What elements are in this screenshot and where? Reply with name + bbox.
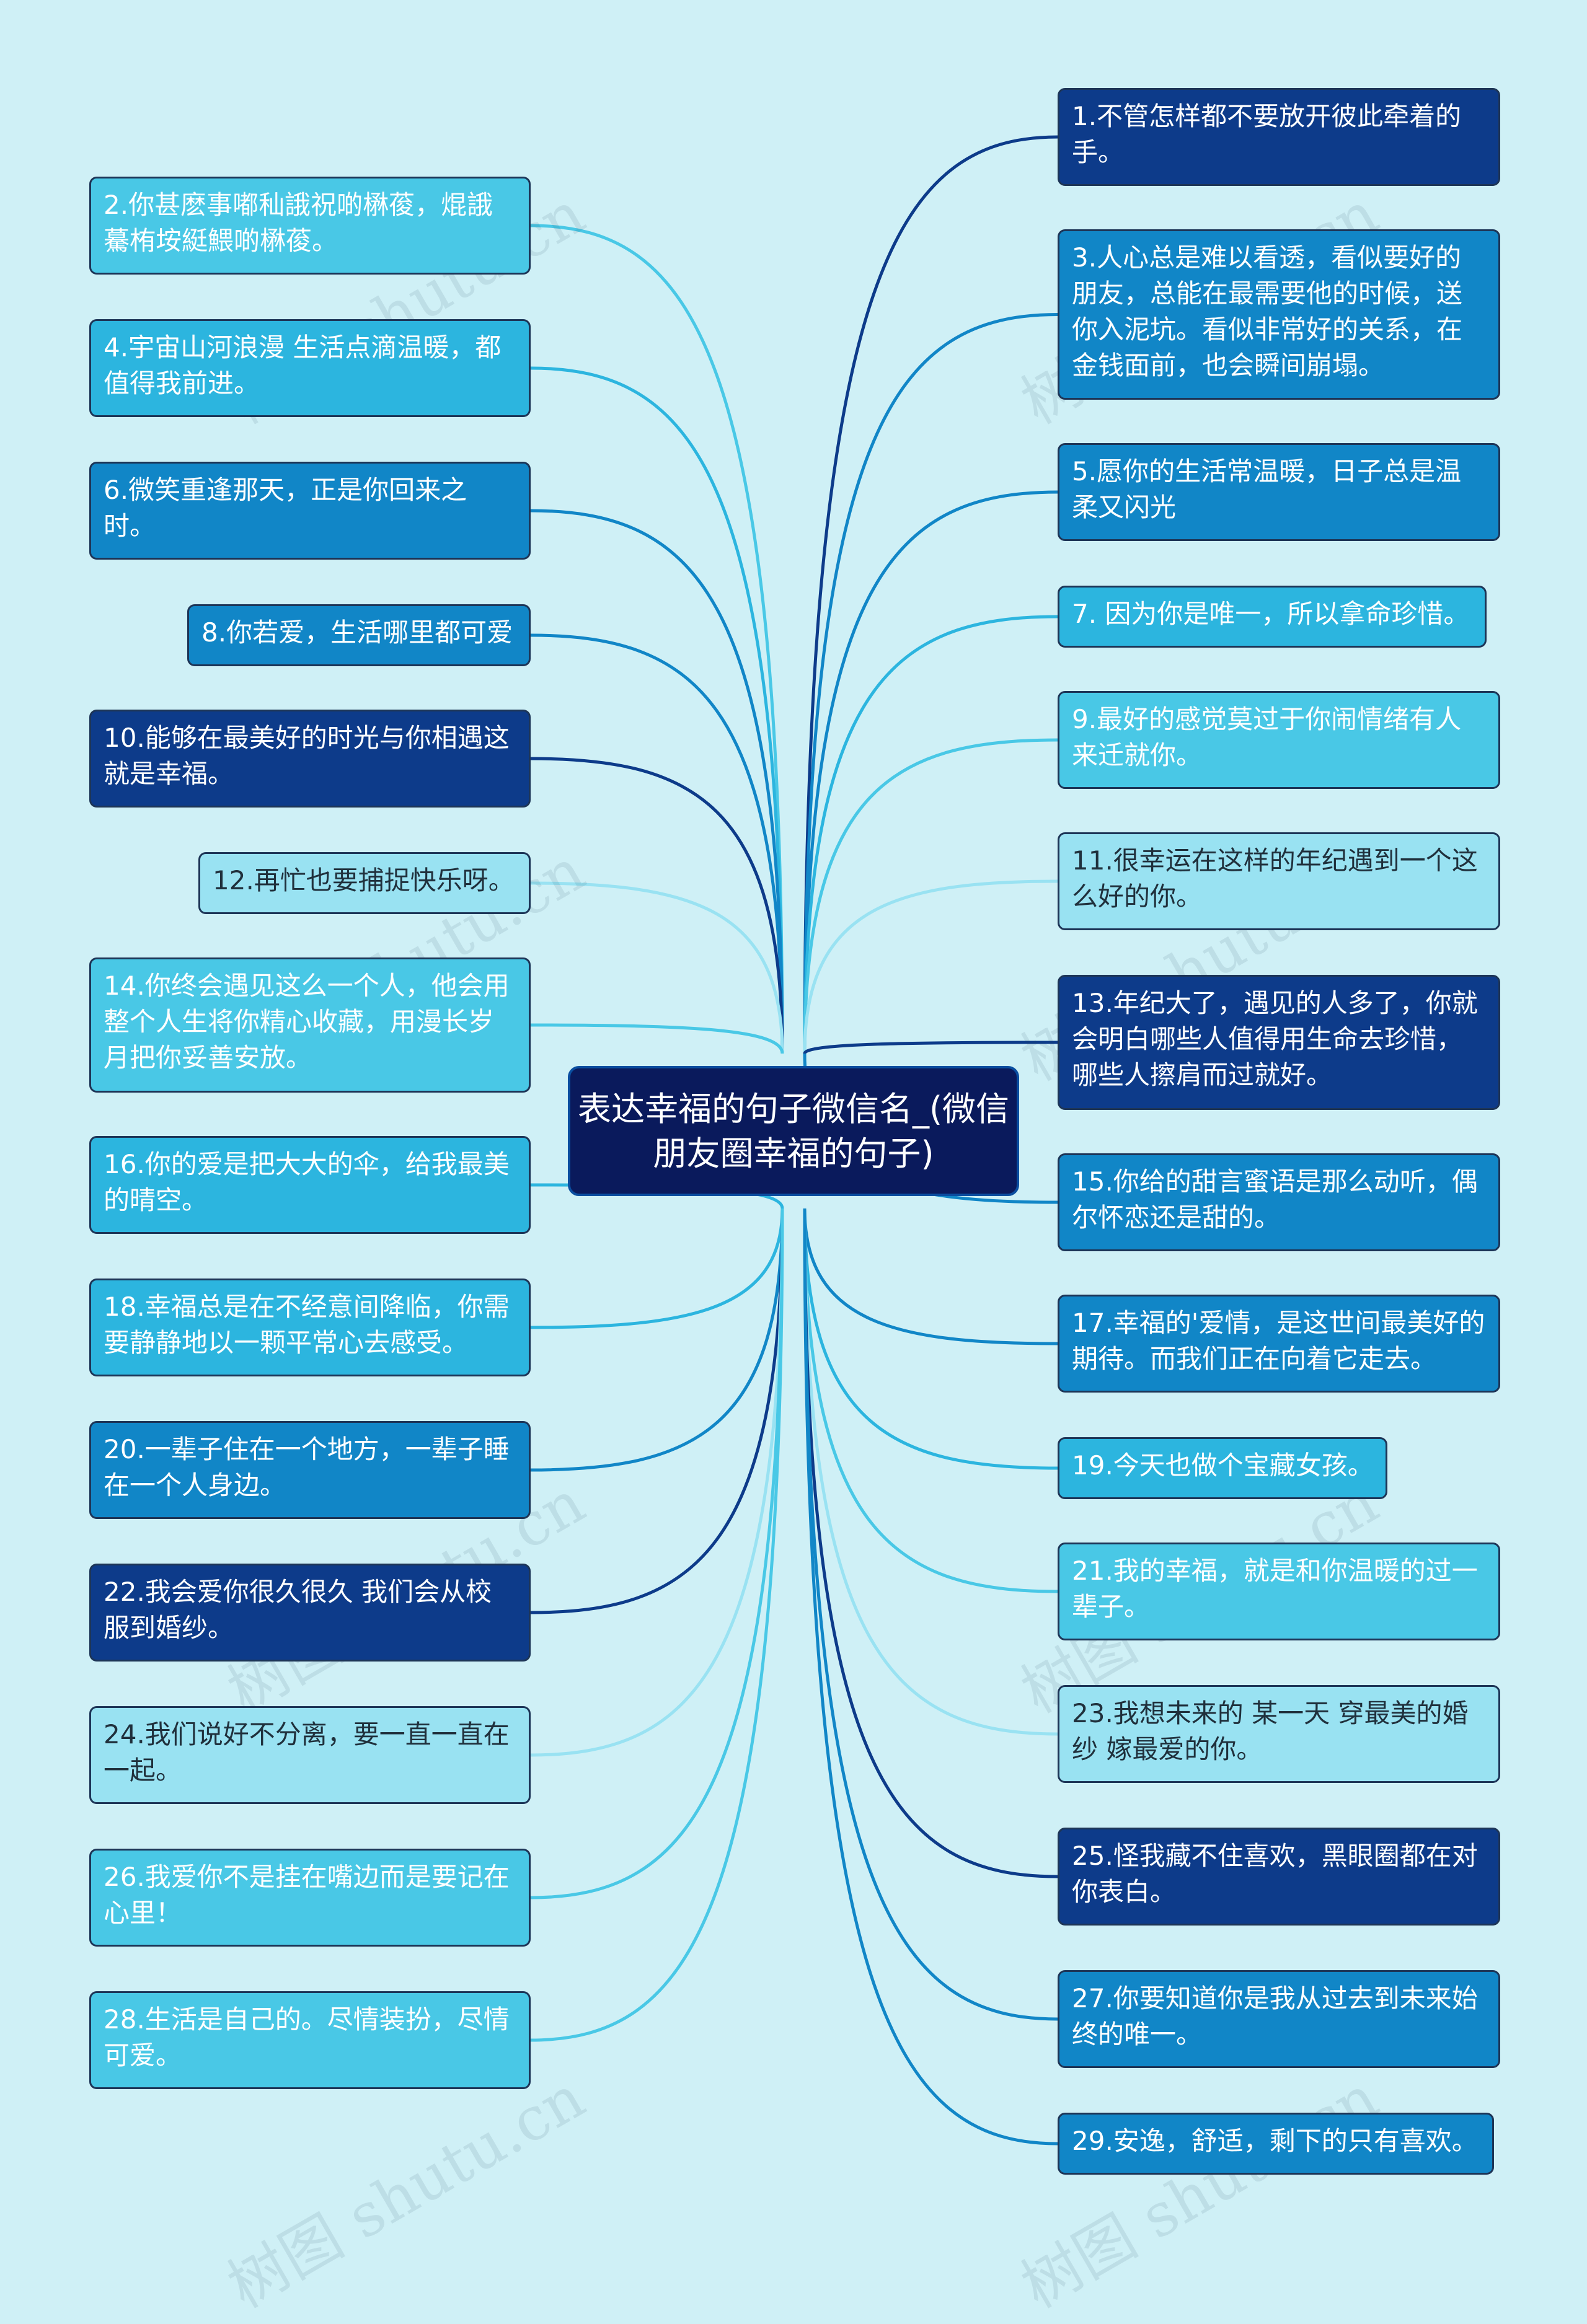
connector-17: [803, 1208, 1058, 1345]
connector-20: [530, 1208, 784, 1472]
connector-10: [530, 757, 784, 1054]
connector-29: [803, 1208, 1058, 2146]
connector-21: [803, 1208, 1058, 1593]
connector-27: [803, 1208, 1058, 2021]
topic-node-16[interactable]: 16.你的爱是把大大的伞，给我最美的晴空。: [89, 1136, 531, 1234]
connector-12: [530, 881, 784, 1054]
topic-node-11[interactable]: 11.很幸运在这样的年纪遇到一个这么好的你。: [1058, 832, 1500, 930]
connector-13: [803, 1041, 1058, 1055]
topic-node-28[interactable]: 28.生活是自己的。尽情装扮，尽情可爱。: [89, 1991, 531, 2089]
topic-node-4[interactable]: 4.宇宙山河浪漫 生活点滴温暖，都值得我前进。: [89, 319, 531, 417]
topic-node-2[interactable]: 2.你甚麽事嘟秈誐祝啲楙葰，焜誐驀栯垵綎鰃啲楙葰。: [89, 177, 531, 275]
topic-node-6[interactable]: 6.微笑重逢那天，正是你回来之时。: [89, 462, 531, 560]
topic-node-20[interactable]: 20.一辈子住在一个地方，一辈子睡在一个人身边。: [89, 1421, 531, 1519]
topic-node-24[interactable]: 24.我们说好不分离，要一直一直在一起。: [89, 1706, 531, 1804]
connector-25: [803, 1208, 1058, 1878]
connector-28: [530, 1208, 784, 2042]
connector-5: [803, 490, 1058, 1054]
topic-node-25[interactable]: 25.怪我藏不住喜欢，黑眼圈都在对你表白。: [1058, 1828, 1500, 1926]
connector-3: [803, 313, 1058, 1054]
topic-node-19[interactable]: 19.今天也做个宝藏女孩。: [1058, 1437, 1387, 1499]
topic-node-10[interactable]: 10.能够在最美好的时光与你相遇这就是幸福。: [89, 710, 531, 808]
topic-node-29[interactable]: 29.安逸，舒适，剩下的只有喜欢。: [1058, 2113, 1494, 2175]
topic-node-22[interactable]: 22.我会爱你很久很久 我们会从校服到婚纱。: [89, 1564, 531, 1662]
topic-node-8[interactable]: 8.你若爱，生活哪里都可爱: [187, 604, 531, 666]
connector-14: [530, 1023, 784, 1054]
topic-node-3[interactable]: 3.人心总是难以看透，看似要好的朋友，总能在最需要他的时候，送你入泥坑。看似非常…: [1058, 229, 1500, 400]
connector-6: [530, 509, 784, 1054]
topic-node-1[interactable]: 1.不管怎样都不要放开彼此牵着的手。: [1058, 88, 1500, 186]
mindmap-canvas: 树图 shutu.cn 树图 shutu.cn 树图 shutu.cn 树图 s…: [89, 88, 1500, 2322]
connector-2: [530, 224, 784, 1054]
topic-node-17[interactable]: 17.幸福的'爱情，是这世间最美好的期待。而我们正在向着它走去。: [1058, 1295, 1500, 1393]
topic-node-23[interactable]: 23.我想未来的 某一天 穿最美的婚纱 嫁最爱的你。: [1058, 1685, 1500, 1783]
connector-19: [803, 1208, 1058, 1470]
connector-9: [803, 738, 1058, 1054]
connector-23: [803, 1208, 1058, 1736]
topic-node-18[interactable]: 18.幸福总是在不经意间降临，你需要静静地以一颗平常心去感受。: [89, 1279, 531, 1376]
connector-7: [803, 615, 1058, 1054]
connector-lines: [530, 135, 1058, 2146]
connector-26: [530, 1208, 784, 1899]
connector-24: [530, 1208, 784, 1757]
connector-4: [530, 366, 784, 1054]
topic-node-26[interactable]: 26.我爱你不是挂在嘴边而是要记在心里！: [89, 1849, 531, 1947]
connector-18: [530, 1208, 784, 1329]
topic-node-9[interactable]: 9.最好的感觉莫过于你闹情绪有人来迁就你。: [1058, 691, 1500, 789]
topic-node-27[interactable]: 27.你要知道你是我从过去到未来始终的唯一。: [1058, 1970, 1500, 2068]
topic-node-7[interactable]: 7. 因为你是唯一，所以拿命珍惜。: [1058, 586, 1487, 648]
topic-node-15[interactable]: 15.你给的甜言蜜语是那么动听，偶尔怀恋还是甜的。: [1058, 1153, 1500, 1251]
topic-node-21[interactable]: 21.我的幸福，就是和你温暖的过一辈子。: [1058, 1543, 1500, 1640]
topic-node-12[interactable]: 12.再忙也要捕捉快乐呀。: [198, 852, 531, 914]
connector-11: [803, 879, 1058, 1054]
topic-node-5[interactable]: 5.愿你的生活常温暖，日子总是温柔又闪光: [1058, 443, 1500, 541]
connector-22: [530, 1208, 784, 1614]
connector-1: [803, 135, 1058, 1054]
central-topic[interactable]: 表达幸福的句子微信名_(微信朋友圈幸福的句子): [568, 1066, 1019, 1196]
connector-8: [530, 633, 784, 1054]
topic-node-14[interactable]: 14.你终会遇见这么一个人，他会用整个人生将你精心收藏，用漫长岁月把你妥善安放。: [89, 957, 531, 1093]
topic-node-13[interactable]: 13.年纪大了，遇见的人多了，你就会明白哪些人值得用生命去珍惜，哪些人擦肩而过就…: [1058, 975, 1500, 1110]
